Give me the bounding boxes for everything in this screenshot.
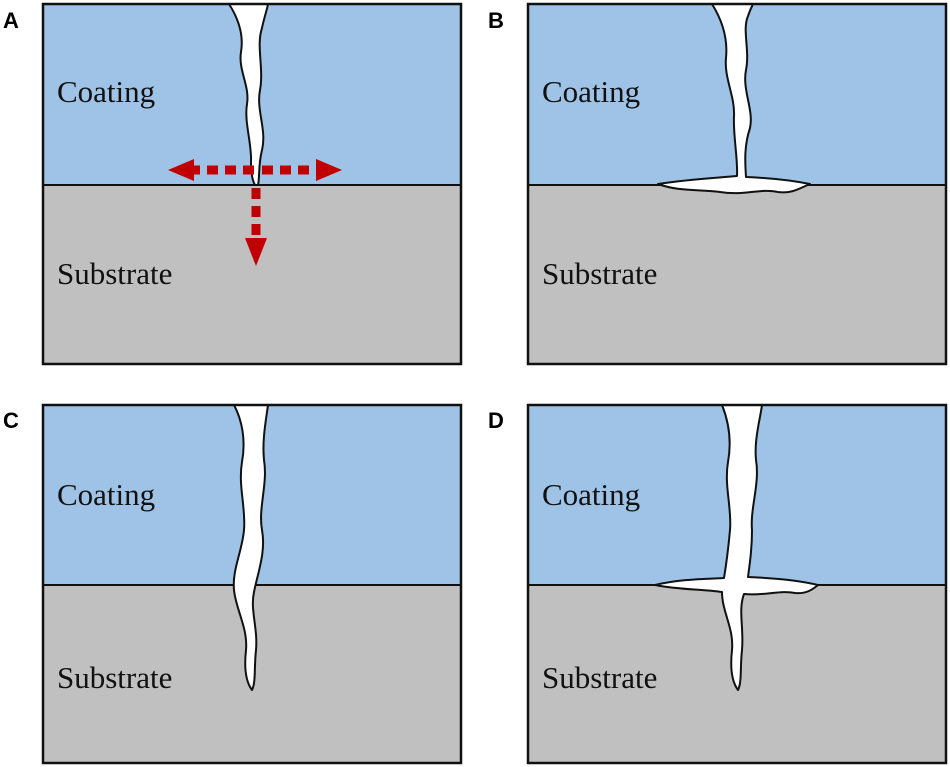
coating-label-a: Coating (57, 74, 155, 109)
panel-border (41, 403, 463, 765)
arrow-left-head (168, 159, 194, 181)
substrate-label-c: Substrate (57, 660, 172, 695)
substrate-layer (528, 185, 946, 364)
coating-label-b: Coating (542, 74, 640, 109)
coating-label-d: Coating (542, 477, 640, 512)
panel-border (526, 2, 948, 366)
penetrating-crack (232, 404, 269, 691)
propagation-arrows (168, 159, 342, 266)
delamination-crack (657, 3, 811, 195)
panel-b: B Coating Substrate (488, 2, 948, 366)
panel-letter-c: C (3, 408, 19, 433)
coating-crack (228, 3, 269, 186)
coating-label-c: Coating (57, 477, 155, 512)
panel-border (41, 2, 463, 366)
substrate-label-b: Substrate (542, 256, 657, 291)
arrow-right-head (316, 159, 342, 181)
panel-a: A Coating Substrate (3, 2, 463, 366)
panel-letter-d: D (488, 408, 504, 433)
arrow-down-head (245, 238, 267, 266)
branching-crack (654, 404, 819, 691)
substrate-label-a: Substrate (57, 256, 172, 291)
panel-border (526, 403, 948, 765)
panel-letter-a: A (3, 8, 19, 33)
panel-letter-b: B (488, 8, 504, 33)
panel-c: C Coating Substrate (3, 403, 463, 765)
substrate-label-d: Substrate (542, 660, 657, 695)
panel-d: D Coating Substrate (488, 403, 948, 765)
